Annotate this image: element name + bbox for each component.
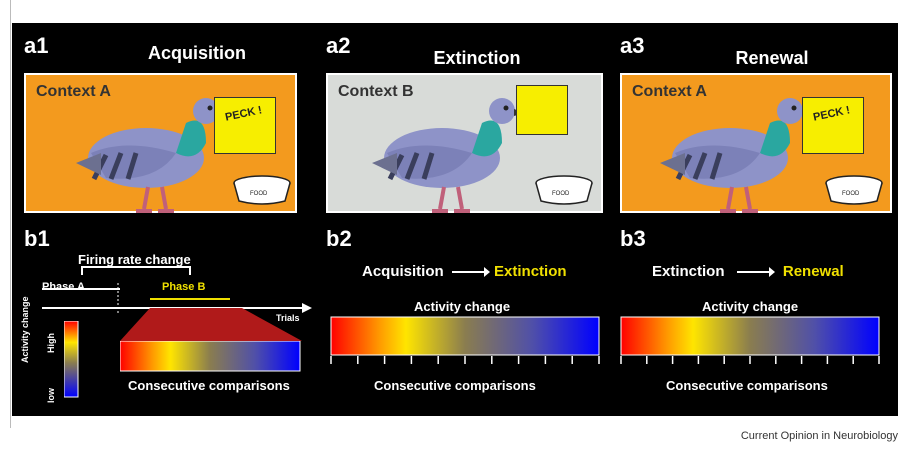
context-b-scene: Context B FOOD [326,73,603,213]
context-label: Context A [632,83,707,100]
food-text: FOOD [552,191,570,197]
peck-key [516,85,568,135]
axis-arrow-icon [302,303,312,313]
b3-from-label: Extinction [652,263,725,280]
firing-bracket [81,266,191,275]
panel-label-a1: a1 [24,33,49,58]
peck-text: PECK ! [812,104,852,124]
panel-label-a2: a2 [326,33,351,58]
pigeon-icon [362,83,542,217]
b2-transition: Acquisition Extinction [362,263,567,280]
b1-heat-bar [120,341,301,372]
firing-rate-label: Firing rate change [78,252,191,267]
panel-label-b3: b3 [620,226,646,251]
b2-from-label: Acquisition [362,263,444,280]
peck-key: PECK ! [214,97,276,154]
b2-bar-title: Activity change [414,299,511,314]
b2-ticks [330,356,600,364]
context-label: Context B [338,83,414,100]
legend-colorbar [64,321,79,398]
b1-axis-label: Consecutive comparisons [128,378,290,393]
phase-b-label: Phase B [162,281,206,293]
b3-transition: Extinction Renewal [652,263,844,280]
b3-bar-title: Activity change [702,299,799,314]
b3-heat-bar [620,316,880,364]
journal-credit: Current Opinion in Neurobiology [740,430,898,442]
panel-label-b2: b2 [326,226,352,251]
b2-to-label: Extinction [494,263,567,280]
food-text: FOOD [250,191,268,197]
b3-ticks [620,356,880,364]
panel-title-renewal: Renewal [735,48,809,68]
b2-heat-bar [330,316,600,364]
peck-key: PECK ! [802,97,864,154]
legend-low-label: low [46,388,56,403]
panel-label-a3: a3 [620,33,645,58]
figure-canvas: a1 Acquisition Context A PECK ! FOOD a2 … [12,23,898,416]
peck-text: PECK ! [224,104,264,124]
trials-label: Trials [276,313,300,323]
zoom-wedge [120,308,302,341]
phase-a-label: Phase A [42,281,86,293]
food-text: FOOD [842,191,860,197]
panel-label-b1: b1 [24,226,50,251]
context-label: Context A [36,83,111,100]
panel-title-acquisition: Acquisition [148,43,246,63]
context-a-scene-1: Context A PECK ! FOOD [24,73,297,213]
trials-timeline [42,266,312,341]
b3-axis-label: Consecutive comparisons [666,378,828,393]
b2-axis-label: Consecutive comparisons [374,378,536,393]
context-a-scene-2: Context A PECK ! FOOD [620,73,892,213]
legend-high-label: High [46,333,56,353]
panel-title-extinction: Extinction [433,48,521,68]
legend-title: Activity change [20,296,30,363]
b3-to-label: Renewal [782,263,844,280]
figure-frame [10,0,898,428]
arrow-right-icon [451,267,490,278]
arrow-right-icon [736,267,775,278]
